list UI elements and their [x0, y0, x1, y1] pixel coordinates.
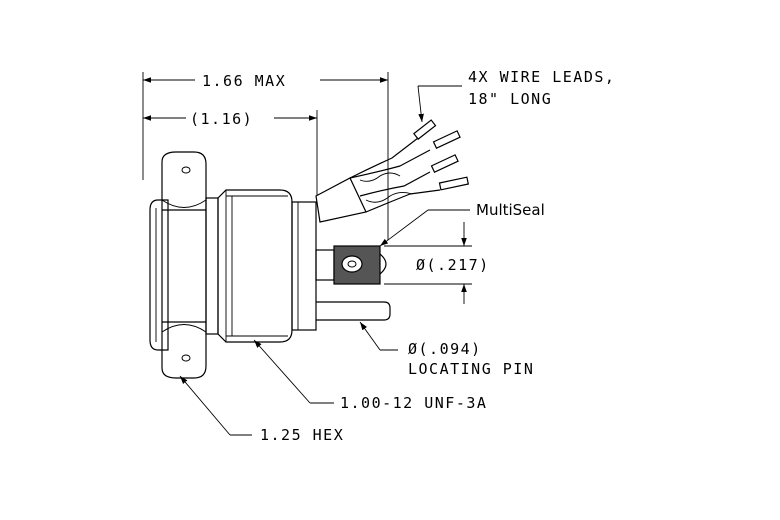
locating-pin — [316, 301, 391, 321]
connector-body — [149, 151, 391, 379]
hex-callout: 1.25 HEX — [179, 375, 344, 444]
wire-leads-label-line1: 4X WIRE LEADS, — [468, 68, 615, 86]
wire-leads-label-line2: 18" LONG — [468, 90, 552, 108]
locating-pin-label: LOCATING PIN — [408, 360, 534, 378]
body-length-dimension: (1.16) — [143, 110, 318, 195]
body-length-label: (1.16) — [190, 110, 253, 128]
locating-pin-callout: Ø(.094) LOCATING PIN — [359, 321, 534, 378]
overall-length-label: 1.66 MAX — [202, 72, 286, 90]
multiseal-contact — [315, 245, 387, 285]
thread-callout: 1.00-12 UNF-3A — [253, 339, 487, 412]
thread-label: 1.00-12 UNF-3A — [340, 394, 487, 412]
pin-diameter-label: Ø(.094) — [408, 340, 482, 358]
multiseal-diameter-dimension: Ø(.217) — [384, 222, 490, 304]
multiseal-label: MultiSeal — [476, 201, 545, 219]
overall-length-dimension: 1.66 MAX — [142, 72, 389, 240]
threaded-body — [217, 189, 293, 343]
multiseal-callout: MultiSeal — [379, 201, 545, 247]
multiseal-diameter-label: Ø(.217) — [416, 256, 490, 274]
wire-leads — [315, 119, 470, 223]
wire-leads-callout: 4X WIRE LEADS, 18" LONG — [417, 68, 615, 123]
hex-nut — [161, 151, 207, 379]
hex-label: 1.25 HEX — [260, 426, 344, 444]
